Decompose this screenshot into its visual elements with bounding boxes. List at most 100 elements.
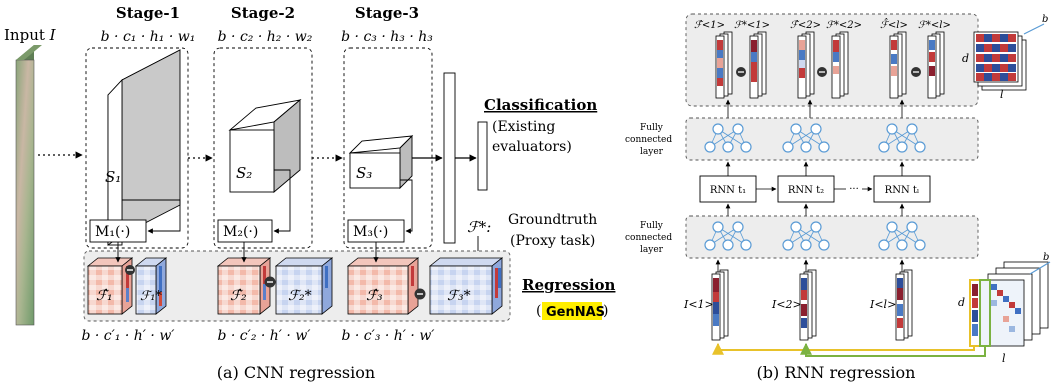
s2-label: S₂ — [236, 164, 252, 182]
out-dims-1: b · c′₁ · h′ · w′ — [81, 328, 175, 344]
input-matrix: b d l — [958, 252, 1051, 365]
fc-lower-label-1: Fully — [640, 221, 664, 231]
fstar-1-label: ℱ₁* — [140, 289, 162, 304]
top-dim-d: d — [962, 52, 969, 65]
genas-highlight — [542, 302, 602, 320]
fstar-groundtruth-label: ℱ*: — [467, 218, 491, 236]
rnn-cell-1-label: RNN t₁ — [710, 185, 746, 196]
fhat-tl-label: ℱ̂<l> — [880, 18, 908, 31]
rnn-cells: RNN t₁ RNN t₂ RNN tₗ ··· — [699, 161, 931, 216]
stage-3-dims: b · c₃ · h₃ · h₃ — [341, 29, 433, 45]
rnn-cell-2 — [777, 175, 835, 203]
stage-2-box — [213, 47, 313, 249]
green-feedback-arrow — [800, 342, 986, 357]
fc-upper-region — [685, 117, 979, 161]
bottom-dim-l: l — [1002, 352, 1006, 365]
input-l-label: I<l> — [869, 298, 896, 311]
stage-1-dims: b · c₁ · h₁ · w₁ — [101, 29, 196, 45]
fstar-2-tensor — [275, 265, 323, 315]
fhat-t1-label: ℱ̂<1> — [694, 20, 725, 31]
out-dims-3: b · c′₃ · h′ · w′ — [341, 328, 435, 344]
classification-label: Classification — [484, 96, 597, 114]
stage-2-title: Stage-2 — [231, 4, 295, 22]
regression-label: Regression — [522, 276, 616, 294]
fc-lower-label-3: layer — [640, 245, 664, 255]
existing-evaluators-line2: evaluators) — [492, 139, 572, 155]
stage-1-title: Stage-1 — [116, 4, 180, 22]
fc-lower-label-2: connected — [625, 233, 672, 243]
fhat-3-label: ℱ̂₃ — [366, 288, 383, 304]
fc-upper-label-2: connected — [625, 135, 672, 145]
fc-net-upper-2 — [878, 123, 926, 153]
rnn-cell-l-label: RNN tₗ — [885, 185, 920, 196]
genas-open-paren: ( — [536, 303, 541, 319]
stage-3-block: S₃ — [348, 134, 414, 190]
input-image — [15, 45, 42, 326]
s1-to-m1-arrow — [122, 199, 181, 234]
fc-net-lower-1 — [782, 221, 830, 251]
m2-box — [217, 219, 273, 243]
m2-label: M₂(·) — [223, 224, 258, 240]
bottom-dim-d: d — [958, 296, 965, 309]
fhat-1-tensor — [87, 265, 123, 315]
m3-label: M₃(·) — [353, 224, 388, 240]
s3-to-m3-arrow — [400, 179, 413, 234]
m1-label: M₁(·) — [95, 224, 130, 240]
s1-label: S₁ — [105, 168, 121, 186]
fstar-t1-label: ℱ*<1> — [734, 20, 770, 31]
caption-a: (a) CNN regression — [217, 363, 375, 382]
fhat-1-label: ℱ̂₁ — [96, 288, 113, 304]
stage-3-title: Stage-3 — [355, 4, 419, 22]
fstar-tl-label: ℱ*<l> — [918, 20, 951, 31]
caption-b: (b) RNN regression — [757, 363, 916, 382]
input-1-label: I<1> — [683, 298, 714, 311]
target-matrix: b d l — [962, 14, 1048, 101]
s2-to-m2-arrow — [273, 169, 291, 234]
fc-net-lower-0 — [704, 221, 752, 251]
fc-upper-label-3: layer — [640, 147, 664, 157]
input-2-label: I<2> — [771, 298, 802, 311]
stage-3-box — [343, 47, 433, 249]
genas-close-paren: ) — [603, 303, 608, 319]
s3-label: S₃ — [356, 164, 372, 182]
fstar-t2-label: ℱ*<2> — [826, 20, 862, 31]
stage-1-box — [85, 47, 189, 249]
fstar-3-label: ℱ₃* — [447, 288, 471, 304]
yellow-feedback-arrow — [712, 342, 975, 355]
fc-net-lower-2 — [878, 221, 926, 251]
rnn-panel: ℱ̂<1> ℱ*<1> ℱ̂<2> ℱ*<2> ℱ̂<l> ℱ*<l> — [625, 13, 1051, 382]
bottom-dim-b: b — [1043, 252, 1049, 263]
stage-2-block: S₂ — [228, 99, 302, 193]
top-dim-l: l — [1000, 88, 1004, 101]
fhat-3-tensor — [347, 265, 409, 315]
fc-upper-nets — [704, 123, 926, 153]
classifier-output-bar — [477, 121, 488, 191]
top-dim-b: b — [1042, 14, 1048, 25]
fc-upper-label-1: Fully — [640, 123, 664, 133]
existing-evaluators-line1: (Existing — [492, 119, 555, 135]
fc-lower-region — [685, 215, 979, 259]
stage-2-dims: b · c₂ · h₂ · w₂ — [218, 29, 313, 45]
rnn-cell-l — [873, 175, 931, 203]
fc-lower-nets — [704, 221, 926, 251]
input-label: Input 𝐼 — [4, 26, 57, 44]
fc-net-upper-0 — [704, 123, 752, 153]
out-dims-2: b · c′₂ · h′ · w′ — [217, 328, 311, 344]
genas-label: GenNAS — [546, 305, 605, 320]
rnn-cell-2-label: RNN t₂ — [788, 185, 824, 196]
rnn-input-vectors: I<1> I<2> I<l> — [683, 259, 913, 341]
fhat-t2-label: ℱ̂<2> — [790, 20, 821, 31]
rnn-output-vectors — [715, 31, 945, 99]
feature-vector-bar — [443, 72, 456, 244]
groundtruth-label-line1: Groundtruth — [508, 212, 597, 228]
fstar-2-label: ℱ₂* — [288, 288, 312, 304]
fhat-2-label: ℱ̂₂ — [230, 288, 247, 304]
cnn-panel: Input 𝐼 Stage-1 b · c₁ · h₁ · w₁ Stage-2… — [4, 4, 616, 382]
fhat-2-tensor — [217, 265, 261, 315]
fstar-1-tensor — [135, 265, 157, 315]
rnn-ellipsis: ··· — [849, 184, 859, 195]
fc-net-upper-1 — [782, 123, 830, 153]
regression-tensors: ℱ̂₁ ℱ₁* ℱ̂₂ ℱ₂* — [86, 257, 504, 315]
groundtruth-label-line2: (Proxy task) — [510, 233, 595, 249]
